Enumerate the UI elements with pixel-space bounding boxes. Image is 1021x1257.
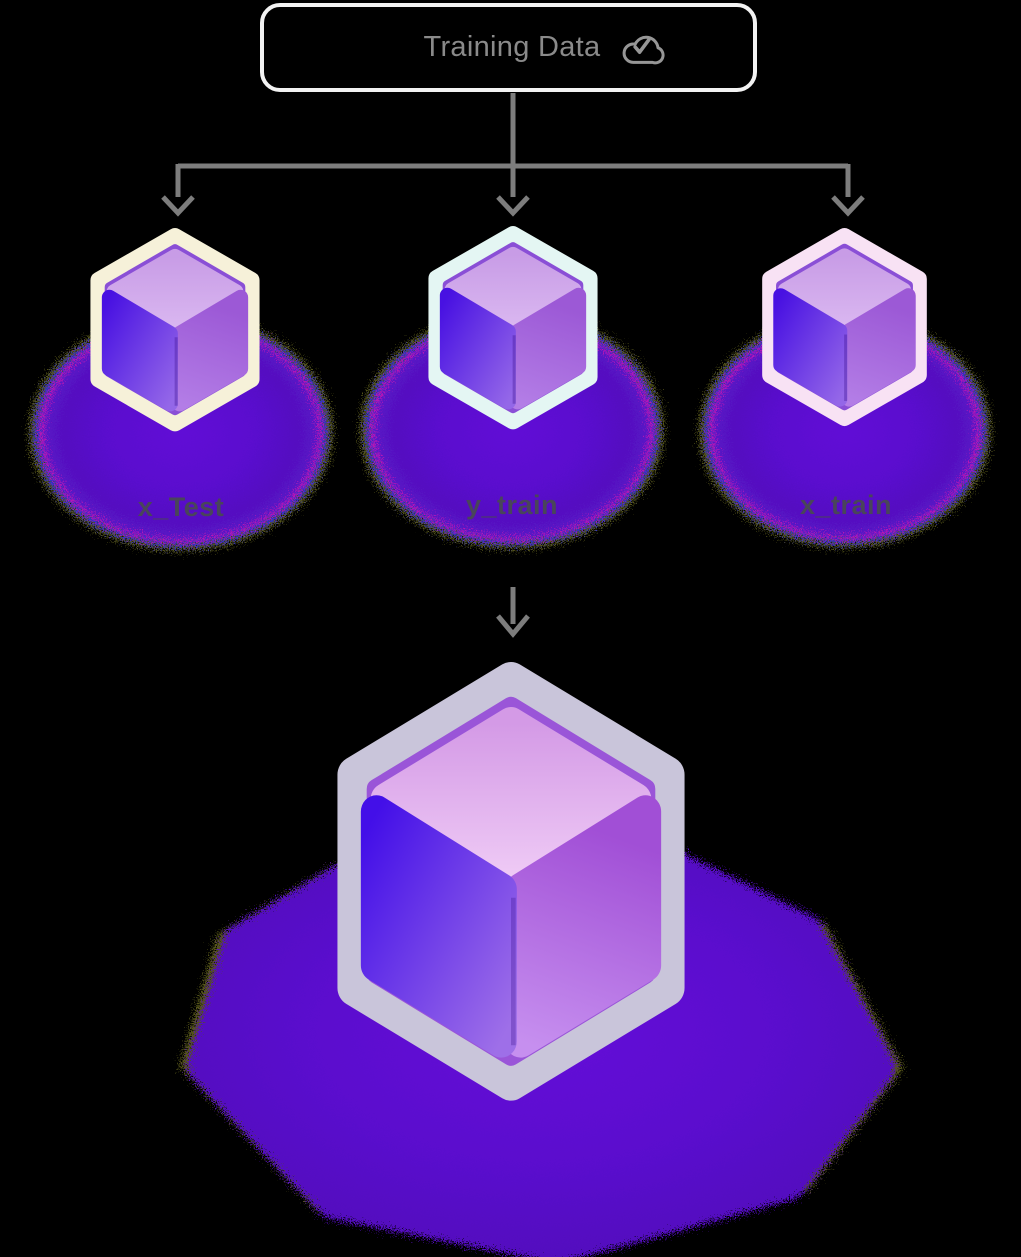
training-data-node: Training Data: [260, 3, 757, 92]
cube-icon-y-train: [428, 226, 598, 430]
arrowhead-merge: [496, 614, 530, 638]
training-data-title: Training Data: [423, 31, 601, 63]
dataset-label-x-test: x_Test: [137, 492, 225, 522]
cube-icon-x-train: [762, 228, 927, 427]
cube-icon-model: [337, 661, 685, 1101]
training-data-content: Training Data: [424, 28, 668, 68]
arrowhead-mid: [496, 195, 530, 217]
arrowhead-left: [161, 195, 195, 217]
connector-lines: [161, 93, 865, 638]
cloud-check-icon: [623, 35, 666, 64]
cube-icon-x-test: [90, 228, 260, 432]
dataset-label-y-train: y_train: [465, 490, 559, 520]
arrowhead-right: [831, 195, 865, 217]
dataset-label-x-train: x_train: [799, 490, 893, 520]
